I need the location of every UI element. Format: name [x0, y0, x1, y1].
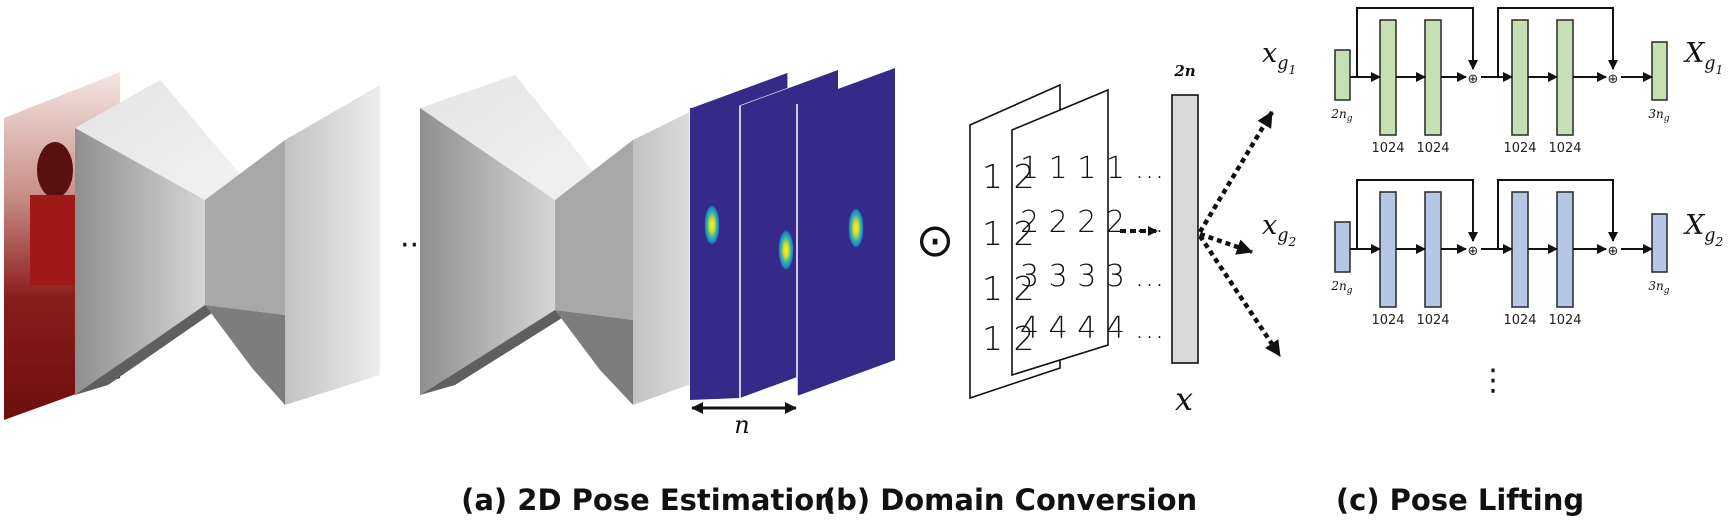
heatmap-width-label: n	[734, 411, 749, 439]
group-2-output-dim-sub: g	[1664, 286, 1670, 296]
group-1-fc-layer-2	[1424, 19, 1442, 136]
group-2-fc-dim-3: 1024	[1503, 313, 1536, 328]
heatmap-joint-peak-3	[848, 207, 864, 249]
group-1-fc-dim-2: 1024	[1416, 141, 1449, 156]
group-2-input-label: xg2	[1262, 210, 1296, 249]
back-sheet-row-3: 1 2	[982, 269, 1034, 308]
group-1-output-layer	[1651, 41, 1668, 101]
group-2-output-dim-main: 3n	[1648, 279, 1663, 293]
group-1-residual-add-1: ⊕	[1468, 72, 1479, 87]
group-1-input-label-sub: g	[1277, 54, 1288, 74]
input-vector	[1171, 94, 1199, 364]
group-2-residual-add-1: ⊕	[1468, 244, 1479, 259]
front-sheet-row-2: 2 2 2 2 …	[1020, 205, 1165, 240]
group-2-output-label-sub: g	[1704, 226, 1715, 246]
hourglass-module-2	[420, 75, 730, 405]
front-sheet-row-1: 1 1 1 1 …	[1020, 151, 1165, 186]
split-arrow-2	[1199, 231, 1253, 255]
vector-dim-label: 2n	[1173, 62, 1195, 80]
group-1-output-dim: 3ng	[1648, 107, 1669, 124]
group-1-output-label: Xg1	[1683, 38, 1723, 77]
more-groups-ellipsis: ⋮	[1478, 363, 1508, 398]
group-1-skip-connection-1	[1356, 7, 1478, 77]
group-1-input-dim: 2ng	[1330, 107, 1352, 124]
group-2-fc-dim-2: 1024	[1416, 313, 1449, 328]
group-1-fc-layer-4	[1556, 19, 1574, 136]
hadamard-operator: ⊙	[916, 213, 955, 267]
group-1-fc-layer-1	[1379, 19, 1397, 136]
group-2-input-dim-main: 2n	[1330, 279, 1346, 293]
group-1-fc-dim-3: 1024	[1503, 141, 1536, 156]
group-1-output-dim-sub: g	[1664, 114, 1670, 124]
group-1-input-dim-sub: g	[1347, 114, 1353, 124]
group-2-input-dim-sub: g	[1347, 286, 1353, 296]
group-1-output-label-sub2: 1	[1715, 63, 1723, 77]
group-1-residual-add-2: ⊕	[1608, 72, 1619, 87]
front-sheet-row-4: 4 4 4 4 …	[1020, 311, 1165, 346]
front-sheet-row-3: 3 3 3 3 …	[1020, 259, 1165, 294]
caption-domain-conversion: (b) Domain Conversion	[823, 483, 1197, 517]
group-1-input-label: xg1	[1262, 38, 1296, 77]
group-1-fc-layer-3	[1511, 19, 1529, 136]
group-1-input-dim-main: 2n	[1330, 107, 1346, 121]
back-sheet-row-1: 1 2	[982, 157, 1034, 196]
heatmap-joint-peak-2	[778, 229, 794, 271]
group-2-input-layer	[1334, 221, 1351, 273]
group-2-fc-layer-3	[1511, 191, 1529, 308]
group-2-fc-layer-2	[1424, 191, 1442, 308]
group-2-input-label-sub: g	[1277, 226, 1288, 246]
group-2-input-dim: 2ng	[1330, 279, 1352, 296]
group-1-output-dim-main: 3n	[1648, 107, 1663, 121]
group-2-fc-layer-1	[1379, 191, 1397, 308]
group-2-output-dim: 3ng	[1648, 279, 1669, 296]
group-2-skip-connection-1	[1356, 179, 1478, 249]
group-2-fc-dim-4: 1024	[1548, 313, 1581, 328]
heatmap-joint-peak-1	[704, 204, 720, 246]
group-2-fc-layer-4	[1556, 191, 1574, 308]
group-2-output-label-sub2: 2	[1714, 235, 1723, 249]
group-2-skip-connection-2	[1497, 179, 1618, 249]
back-sheet-row-2: 1 2	[982, 214, 1034, 253]
input-vector-label: x	[1175, 380, 1193, 418]
heatmap-stack	[689, 67, 896, 401]
coordinate-sheet-front	[1011, 88, 1109, 377]
group-2-input-label-sub2: 2	[1287, 235, 1296, 249]
caption-pose-lifting: (c) Pose Lifting	[1336, 483, 1584, 517]
group-2-output-layer	[1651, 213, 1668, 273]
group-1-fc-dim-4: 1024	[1548, 141, 1581, 156]
back-sheet-row-4: 1 2	[982, 319, 1034, 358]
group-2-input-label-main: x	[1262, 210, 1277, 241]
group-1-skip-connection-2	[1497, 7, 1618, 77]
group-1-output-label-sub: g	[1704, 54, 1715, 74]
split-arrow-3	[1198, 234, 1282, 358]
group-1-fc-dim-1: 1024	[1371, 141, 1404, 156]
group-1-input-label-main: x	[1262, 38, 1277, 69]
hourglass-module-1	[75, 80, 380, 405]
coordinate-sheets: 1 2 1 2 1 2 1 2 1 1 1 1 … 2 2 2 2 … 3 3 …	[969, 83, 1165, 400]
module-ellipsis: ··	[400, 228, 419, 263]
group-2-fc-dim-1: 1024	[1371, 313, 1404, 328]
group-1-output-label-main: X	[1683, 38, 1706, 69]
group-2-output-label: Xg2	[1683, 210, 1723, 249]
group-1-input-layer	[1334, 49, 1351, 101]
group-2-residual-add-2: ⊕	[1608, 244, 1619, 259]
group-1-input-label-sub2: 1	[1288, 63, 1296, 77]
caption-pose-estimation: (a) 2D Pose Estimation	[461, 483, 835, 517]
group-2-output-label-main: X	[1683, 210, 1706, 241]
